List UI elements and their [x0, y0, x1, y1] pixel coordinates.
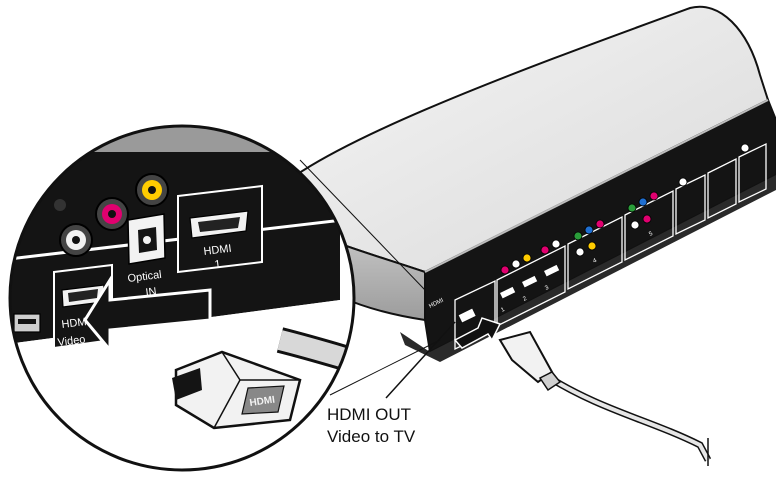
plug-logo-text: HDMI	[249, 394, 276, 408]
zoom-connector-bottom	[329, 339, 441, 396]
hdmi-out-callout: HDMI OUT Video to TV	[327, 404, 527, 448]
hdmi-plug-icon	[498, 330, 562, 392]
zoom-cable-inner	[277, 330, 354, 378]
zoom-hdmi-out-label: HDM	[61, 316, 87, 331]
zoom-arrow-icon	[83, 274, 212, 355]
callout-leader-line	[385, 321, 456, 399]
zoom-hdmi-label: HDMI	[203, 243, 232, 258]
zoom-rca-jack-white	[59, 223, 93, 257]
hdmi-out-port[interactable]	[457, 307, 477, 324]
port-number-3: 3	[544, 285, 550, 292]
arrow-right-icon	[453, 317, 502, 349]
hdmi-cable	[543, 372, 712, 466]
zoom-hdmi-number: 1	[214, 258, 222, 271]
zoom-circle-border	[8, 124, 356, 472]
optical-port-icon	[127, 213, 166, 265]
zoom-hdmi-out-box	[53, 263, 113, 350]
zoom-connector-top	[299, 159, 426, 291]
port-number-5: 5	[648, 231, 654, 238]
zoom-hdmi-1-box	[177, 184, 263, 274]
zoom-magnifier: HDMI 1 Optical IN HDM Video	[8, 124, 356, 472]
port-number-2: 2	[522, 296, 528, 303]
panel-hdmi-ports	[500, 264, 560, 299]
usb-port-icon	[13, 313, 41, 333]
zoom-hdmi-video-label: Video	[57, 334, 86, 349]
zoom-rca-jack-red	[95, 197, 129, 231]
panel-rca-jacks	[500, 143, 750, 275]
zoom-hdmi-plug-icon	[172, 350, 302, 430]
callout-line-1: HDMI OUT	[327, 405, 412, 424]
port-number-4: 4	[592, 258, 598, 265]
port-number-1: 1	[500, 307, 506, 314]
console-panel-trim	[424, 99, 769, 273]
optical-label: Optical	[127, 269, 162, 285]
zoom-rca-jack-yellow	[135, 173, 169, 207]
callout-line-2: Video to TV	[327, 427, 416, 446]
